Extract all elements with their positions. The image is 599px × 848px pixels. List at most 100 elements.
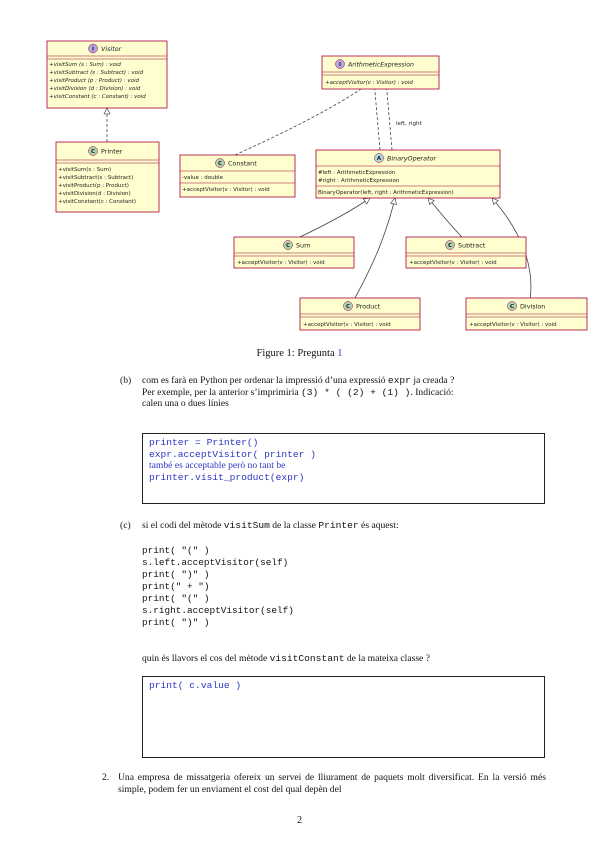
subtract-method: +acceptVisitor(v : Visitor) : void [409, 260, 497, 266]
binary-association-expression [386, 80, 393, 151]
question-c-text-part: és aquest: [358, 520, 399, 531]
expression-stereotype-letter: I [339, 62, 341, 68]
visitor-method: +visitDivision (d : Division) : void [49, 86, 141, 92]
printer-method: +visitProduct(p : Product) [58, 183, 129, 189]
sum-extends-binary [299, 198, 370, 238]
caption-text: Figure 1: Pregunta [256, 348, 338, 359]
question-c-text: si el codi del mètode visitSum de la cla… [142, 520, 552, 532]
visitor-name: Visitor [101, 45, 122, 53]
sum-method: +acceptVisitor(v : Visitor) : void [237, 260, 325, 266]
question-c-inline-code: Printer [318, 520, 359, 531]
answer-box-c[interactable]: print( c.value ) [142, 676, 545, 758]
figure-caption: Figure 1: Pregunta 1 [0, 348, 599, 359]
code-line: s.left.acceptVisitor(self) [142, 557, 289, 568]
constant-name: Constant [228, 160, 257, 168]
subtract-stereotype-letter: C [448, 243, 452, 249]
binary-constructor: BinaryOperator(left, right : ArithmeticE… [318, 190, 454, 196]
question-c-label: (c) [120, 520, 131, 531]
division-stereotype-letter: C [510, 304, 514, 310]
printer-class: C Printer +visitSum(s : Sum) +visitSubtr… [55, 141, 160, 213]
code-line: print( ")" ) [142, 569, 210, 580]
caption-reference-link[interactable]: 1 [337, 348, 343, 359]
question-c-text-part: si el codi del mètode [142, 520, 224, 531]
printer-box [55, 141, 160, 213]
answer-c-line: print( c.value ) [149, 680, 242, 691]
question-b-text: com es farà en Python per ordenar la imp… [142, 375, 462, 410]
subtract-class: C Subtract +acceptVisitor(v : Visitor) :… [405, 236, 527, 269]
binary-field: #right : ArithmeticExpression [318, 178, 400, 184]
expression-stereotype-icon [335, 59, 345, 69]
question-b-inline-code: (3) * ( (2) + (1) ) [301, 386, 411, 398]
expression-interface: I ArithmeticExpression +acceptVisitor(v … [321, 55, 440, 90]
constant-method: +acceptVisitor(v : Visitor) : void [182, 187, 270, 193]
printer-method: +visitConstant(c : Constant) [58, 199, 136, 205]
constant-box [179, 154, 296, 198]
printer-method: +visitDivision(d : Division) [58, 191, 131, 197]
product-stereotype-icon [343, 301, 353, 311]
binary-realizes-expression [374, 80, 381, 151]
answer-b-line: printer = Printer() [149, 437, 259, 448]
sum-class: C Sum +acceptVisitor(v : Visitor) : void [233, 236, 355, 269]
division-stereotype-icon [507, 301, 517, 311]
question-b-label: (b) [120, 375, 132, 386]
visitor-method: +visitConstant (c : Constant) : void [49, 94, 146, 100]
code-line: print( "(" ) [142, 545, 210, 556]
division-method: +acceptVisitor(v : Visitor) : void [469, 322, 557, 328]
binary-operator-class: A BinaryOperator #left : ArithmeticExpre… [315, 149, 501, 199]
expression-method: +acceptVisitor(v : Visitor) : void [325, 80, 413, 86]
binary-stereotype-icon [374, 153, 384, 163]
constant-realizes-expression [234, 80, 374, 156]
code-line: print(" + ") [142, 581, 210, 592]
visitor-interface: I Visitor +visitSum (s : Sum) : void +vi… [46, 40, 168, 109]
question-b-text-part: com es farà en Python per ordenar la imp… [142, 375, 388, 386]
answer-b-line: printer.visit_product(expr) [149, 471, 305, 483]
question-c-inline-code: visitSum [223, 520, 270, 531]
question-b-text-part: . Indicació: calen una o dues línies [142, 386, 454, 410]
question-c-ask-code: visitConstant [269, 653, 345, 664]
page-number: 2 [297, 815, 302, 826]
answer-box-b[interactable]: printer = Printer() expr.acceptVisitor( … [142, 433, 545, 504]
division-name: Division [520, 303, 545, 311]
printer-stereotype-letter: C [91, 149, 95, 155]
printer-method: +visitSum(s : Sum) [58, 167, 111, 173]
question-b-inline-code: expr [387, 375, 411, 386]
binary-field: #left : ArithmeticExpression [318, 170, 396, 176]
product-method: +acceptVisitor(v : Visitor) : void [303, 322, 391, 328]
printer-name: Printer [101, 148, 123, 156]
subtract-extends-binary [428, 198, 463, 238]
uml-class-diagram: left, right I Visitor +visitSum (s : Sum… [46, 40, 588, 331]
subtract-name: Subtract [458, 242, 486, 250]
sum-name: Sum [296, 242, 310, 250]
code-line: s.right.acceptVisitor(self) [142, 605, 294, 616]
subtract-box [405, 236, 527, 269]
question-c-ask: quin és llavors el cos del mètode visitC… [142, 653, 552, 665]
expression-name: ArithmeticExpression [347, 61, 414, 69]
division-class: C Division +acceptVisitor(v : Visitor) :… [465, 297, 588, 331]
constant-stereotype-letter: C [218, 161, 222, 167]
question-c-text-part: de la classe [269, 520, 319, 531]
product-stereotype-letter: C [346, 304, 350, 310]
visitor-method: +visitSubtract (s : Subtract) : void [49, 70, 144, 76]
constant-stereotype-icon [215, 158, 225, 168]
subtract-stereotype-icon [445, 240, 455, 250]
answer-b-line: expr.acceptVisitor( printer ) [149, 448, 316, 460]
constant-field: -value : double [182, 175, 224, 181]
printer-method: +visitSubtract(s : Subtract) [58, 175, 133, 181]
item-2-text: Una empresa de missatgeria ofereix un se… [118, 772, 546, 795]
binary-stereotype-letter: A [377, 156, 382, 162]
product-name: Product [356, 303, 381, 311]
item-2-label: 2. [102, 772, 110, 783]
question-b-text-part: ja creada ? Per exemple, per la anterior… [142, 375, 455, 398]
visitor-stereotype-icon [88, 43, 98, 54]
visitor-stereotype-letter: I [92, 47, 94, 53]
code-line: print( "(" ) [142, 593, 210, 604]
sum-stereotype-icon [283, 240, 293, 250]
printer-stereotype-icon [88, 146, 98, 156]
sum-box [233, 236, 355, 269]
sum-stereotype-letter: C [286, 243, 290, 249]
visitor-method: +visitSum (s : Sum) : void [49, 62, 121, 68]
question-c-ask-part: de la mateixa classe ? [344, 653, 430, 664]
question-c-ask-part: quin és llavors el cos del mètode [142, 653, 270, 664]
product-class: C Product +acceptVisitor(v : Visitor) : … [299, 297, 421, 331]
product-extends-binary [354, 198, 395, 299]
